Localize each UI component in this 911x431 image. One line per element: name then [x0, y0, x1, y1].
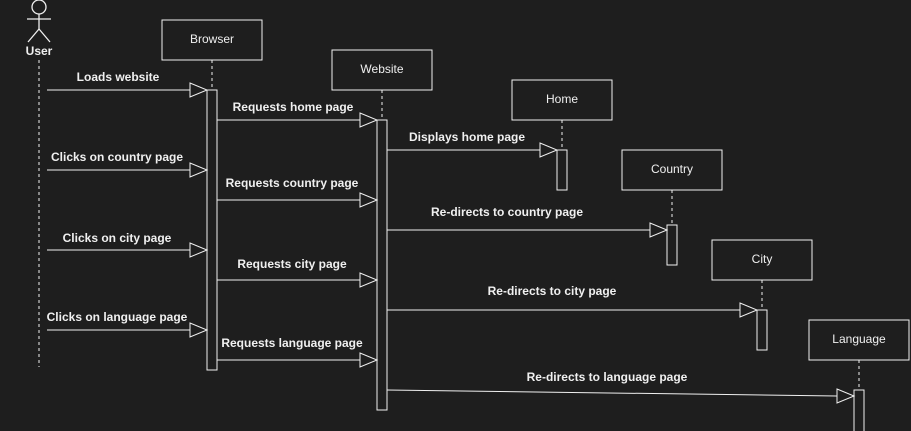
participant-box: [808, 319, 910, 361]
participant-label: Home: [546, 92, 578, 106]
participant-country: Country: [621, 149, 723, 266]
message-label: Re-directs to country page: [431, 205, 583, 219]
message-arrow: Requests language page: [217, 336, 379, 368]
participant-website: Website: [331, 49, 433, 411]
message-label: Requests language page: [221, 336, 363, 350]
participant-label: City: [752, 252, 773, 266]
participant-browser: Browser: [161, 19, 263, 371]
participant-home: Home: [511, 79, 613, 191]
participant-label: Browser: [190, 32, 234, 46]
activation-bar: [756, 309, 768, 351]
message-label: Clicks on language page: [47, 310, 188, 324]
activation-bar: [376, 119, 388, 411]
message-arrow: Clicks on language page: [47, 310, 209, 338]
activation-bar: [556, 149, 568, 191]
message-label: Loads website: [77, 70, 160, 84]
message-arrow: Re-directs to language page: [386, 370, 856, 404]
message-arrow: Clicks on country page: [47, 150, 209, 178]
message-label: Requests home page: [233, 100, 354, 114]
participant-box: [621, 149, 723, 191]
activation-bar: [853, 389, 865, 431]
message-label: Requests country page: [226, 176, 359, 190]
message-arrow: Re-directs to country page: [387, 205, 669, 238]
participant-box: [511, 79, 613, 121]
participant-label: Website: [360, 62, 403, 76]
message-arrow: Requests city page: [217, 257, 379, 288]
message-arrow: Requests home page: [217, 100, 379, 128]
message-arrow: Clicks on city page: [47, 231, 209, 258]
message-arrow: Requests country page: [217, 176, 379, 208]
message-label: Requests city page: [237, 257, 347, 271]
message-label: Re-directs to city page: [488, 284, 617, 298]
message-label: Displays home page: [409, 130, 525, 144]
participant-box: [161, 19, 263, 61]
message-label: Clicks on city page: [63, 231, 172, 245]
participant-box: [711, 239, 813, 281]
message-arrow: Loads website: [47, 70, 209, 98]
message-label: Re-directs to language page: [527, 370, 688, 384]
message-arrow: Displays home page: [387, 130, 559, 158]
participant-label: Language: [832, 332, 886, 346]
actor-user: User: [26, 0, 53, 367]
activation-bar: [206, 89, 218, 371]
actor-label: User: [26, 44, 53, 58]
participant-box: [331, 49, 433, 91]
stick-figure-icon: [27, 0, 51, 43]
message-label: Clicks on country page: [51, 150, 183, 164]
participant-label: Country: [651, 162, 693, 176]
activation-bar: [666, 224, 678, 266]
participant-city: City: [711, 239, 813, 351]
message-arrow: Re-directs to city page: [387, 284, 759, 318]
participant-language: Language: [808, 319, 910, 431]
